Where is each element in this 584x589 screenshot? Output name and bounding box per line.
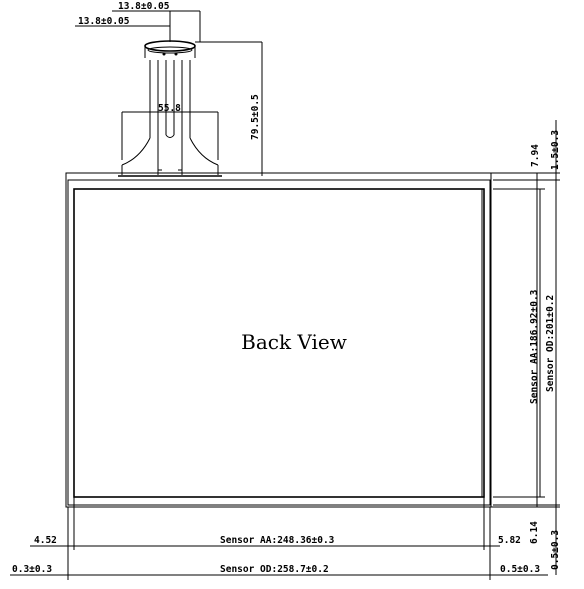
dim-left-edge-offset: 0.3±0.3 [12, 564, 52, 575]
dim-left-border: 4.52 [34, 535, 57, 546]
dim-right-border: 5.82 [498, 535, 521, 546]
dim-sensor-od-width: Sensor OD:258.7±0.2 [220, 564, 329, 575]
bottom-dimension-lines [10, 497, 548, 580]
right-dimension-lines [493, 120, 560, 575]
dim-sensor-aa-height: Sensor AA:186.92±0.3 [529, 289, 540, 404]
panel-outline [65, 172, 538, 508]
dim-fpc-base-width: 55.8 [158, 103, 181, 114]
dim-fpc-top-width: 13.8±0.05 [118, 1, 170, 12]
dim-right-edge-offset: 0.5±0.3 [500, 564, 540, 575]
view-title: Back View [241, 330, 347, 354]
dim-bottom-edge-offset: 0.5±0.3 [550, 530, 561, 570]
dim-fpc-top-width-inner: 13.8±0.05 [78, 16, 130, 27]
dim-top-border: 7.94 [530, 144, 541, 167]
dim-sensor-aa-width: Sensor AA:248.36±0.3 [220, 535, 335, 546]
fpc-dimension-lines [75, 10, 263, 176]
dim-sensor-od-height: Sensor OD:201±0.2 [545, 295, 556, 392]
dim-top-edge-offset: 1.5±0.3 [550, 130, 561, 170]
dim-fpc-length: 79.5±0.5 [250, 94, 261, 140]
dim-bottom-border: 6.14 [529, 521, 540, 544]
fpc-tail [118, 40, 222, 177]
